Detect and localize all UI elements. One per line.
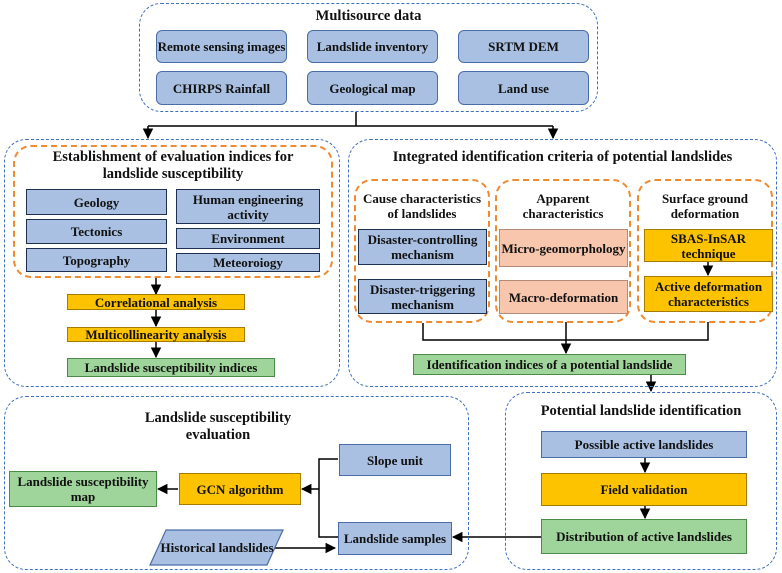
historical-landslides-node: Historical landslides [160, 540, 274, 555]
distribution-of-active-landslides-node: Distribution of active landslides [541, 519, 747, 554]
possible-active-landslides-node: Possible active landslides [541, 431, 747, 458]
evaluation-indices-group [4, 139, 340, 387]
susceptibility-evaluation-group [4, 396, 469, 570]
disaster-controlling-mechanism-node: Disaster-controlling mechanism [358, 229, 487, 265]
chirps-rainfall-node: CHIRPS Rainfall [156, 71, 287, 105]
srtm-dem-node: SRTM DEM [458, 30, 589, 63]
multisource-data-group [139, 3, 598, 112]
active-deformation-characteristics-node: Active deformation characteristics [644, 276, 773, 312]
environment-node: Environment [176, 228, 320, 249]
historical-landslides-shape [149, 529, 284, 566]
correlational-analysis-node: Correlational analysis [67, 294, 245, 310]
surface-deformation-title: Surface ground deformation [661, 191, 749, 221]
potential-identification-title: Potential landslide identification [540, 403, 742, 419]
disaster-triggering-mechanism-node: Disaster-triggering mechanism [358, 279, 487, 314]
landslide-samples-node: Landslide samples [338, 522, 452, 555]
tectonics-node: Tectonics [26, 219, 167, 244]
potential-identification-group [505, 392, 777, 570]
apparent-characteristics-group [495, 179, 631, 323]
multicollinearity-analysis-node: Multicollinearity analysis [67, 327, 245, 342]
meteorology-node: Meteoroiogy [176, 253, 320, 272]
identification-title: Integrated identification criteria of po… [392, 149, 733, 165]
geological-map-node: Geological map [307, 71, 438, 105]
evaluation-title: Establishment of evaluation indices for … [52, 149, 294, 182]
micro-geomorphology-node: Micro-geomorphology [499, 229, 628, 267]
apparent-characteristics-title: Apparent characteristics [522, 191, 604, 221]
landslide-inventory-node: Landslide inventory [307, 30, 438, 63]
identification-indices-node: Identification indices of a potential la… [413, 354, 686, 375]
evaluation-indices-subgroup [13, 145, 333, 278]
remote-sensing-images-node: Remote sensing images [156, 30, 287, 63]
field-validation-node: Field validation [541, 473, 747, 506]
identification-criteria-group [348, 139, 777, 387]
slope-unit-node: Slope unit [339, 444, 451, 476]
multisource-title: Multisource data [315, 8, 422, 24]
sbas-insar-technique-node: SBAS-InSAR technique [644, 229, 773, 262]
landslide-susceptibility-indices-node: Landslide susceptibility indices [67, 358, 275, 377]
geology-node: Geology [26, 189, 167, 215]
macro-deformation-node: Macro-deformation [499, 280, 628, 314]
cause-characteristics-title: Cause characteristics of landslides [362, 191, 482, 221]
topography-node: Topography [26, 248, 167, 272]
land-use-node: Land use [458, 71, 589, 105]
gcn-algorithm-node: GCN algorithm [179, 473, 301, 505]
susceptibility-evaluation-title: Landslide susceptibility evaluation [144, 410, 292, 443]
human-engineering-activity-node: Human engineering activity [176, 189, 320, 224]
cause-characteristics-group [354, 179, 490, 323]
landslide-susceptibility-map-node: Landslide susceptibility map [9, 471, 157, 507]
